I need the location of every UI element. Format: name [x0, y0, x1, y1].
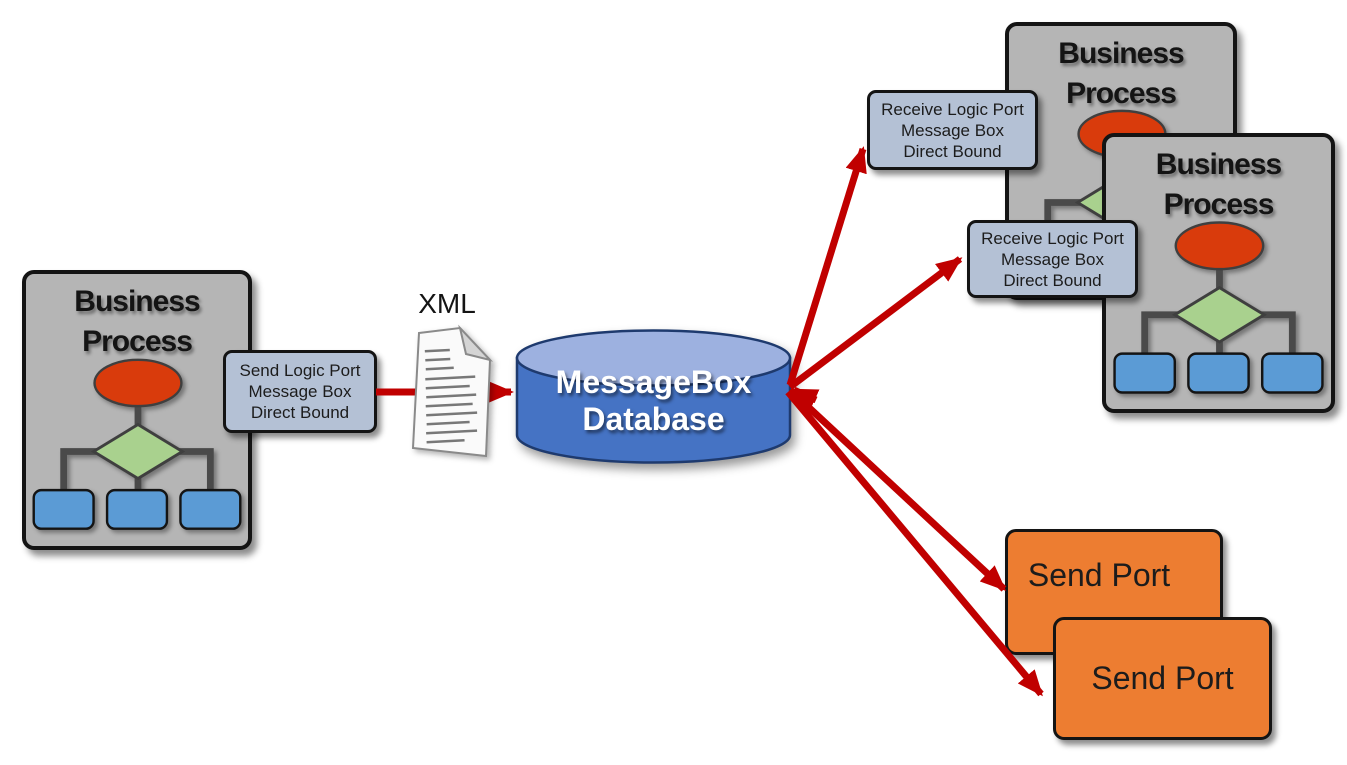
business-process-card-front: Business Process	[1102, 133, 1335, 413]
port-line: Receive Logic Port	[981, 228, 1124, 248]
port-line: Message Box	[1001, 249, 1104, 269]
database-label-line2: Database	[582, 401, 725, 437]
arrow-database-to-sendport-front	[785, 389, 1044, 697]
receive-logic-port-box-top: Receive Logic Port Message Box Direct Bo…	[867, 90, 1038, 170]
business-process-title: Business Process	[1155, 148, 1282, 221]
port-line: Message Box	[248, 382, 352, 401]
arrow-database-to-receiveport-bottom	[787, 256, 963, 390]
arrow-database-to-sendport-back	[787, 387, 1007, 592]
receive-logic-port-box-bottom: Receive Logic Port Message Box Direct Bo…	[967, 220, 1138, 298]
send-port-front: Send Port	[1053, 617, 1272, 740]
send-port-label: Send Port	[1091, 660, 1234, 696]
port-line: Receive Logic Port	[881, 99, 1024, 119]
business-process-title: Business Process	[74, 285, 200, 358]
port-line: Message Box	[901, 120, 1004, 140]
port-line: Direct Bound	[903, 141, 1002, 161]
business-process-title: Business Process	[1058, 37, 1184, 110]
business-process-card-left: Business Process	[22, 270, 252, 550]
port-line: Direct Bound	[250, 403, 350, 422]
database-label: MessageBox Database	[517, 364, 790, 438]
xml-caption: XML	[418, 288, 476, 319]
port-line: Send Logic Port	[239, 361, 361, 380]
arrow-into-database	[791, 386, 820, 410]
send-port-label: Send Port	[1027, 556, 1171, 593]
database-label-line1: MessageBox	[555, 364, 752, 400]
send-logic-port-box: Send Logic Port Message Box Direct Bound	[223, 350, 377, 433]
port-line: Direct Bound	[1003, 270, 1102, 290]
arrow-database-to-receiveport-top	[786, 146, 867, 387]
xml-document-icon	[411, 324, 494, 458]
